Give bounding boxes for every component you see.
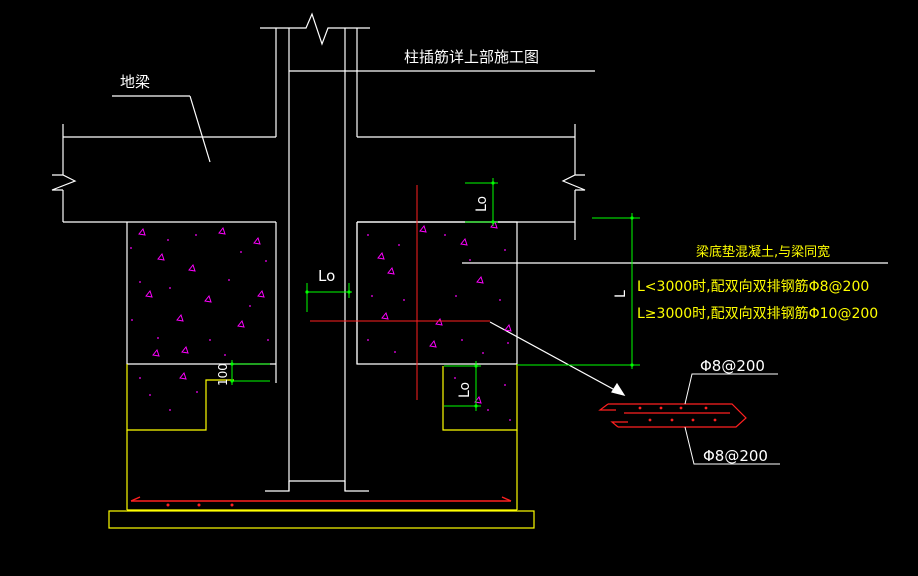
rebar-bottom-label: Φ8@200: [703, 447, 768, 465]
dim-lo-left: Lo: [318, 267, 335, 285]
beam-bottom-note: 梁底垫混凝土,与梁同宽: [696, 244, 830, 260]
rule-long-span: L≥3000时,配双向双排钢筋Φ10@200: [637, 305, 878, 322]
rule-short-span: L<3000时,配双向双排钢筋Φ8@200: [637, 278, 869, 295]
dimension-lines: [231, 178, 640, 411]
dimension-ticks: [230, 181, 634, 408]
dim-L: L: [613, 290, 629, 298]
dim-lo-right: Lo: [457, 382, 473, 398]
rebar-detail-sketch: [598, 403, 747, 428]
dim-100: 100: [216, 363, 230, 386]
beam-and-column-outline: [51, 12, 888, 492]
concrete-hatch: [138, 220, 512, 404]
ground-beam-label: 地梁: [120, 73, 150, 91]
bottom-rebar: [130, 496, 512, 507]
dim-lo-top: Lo: [474, 196, 490, 212]
rebar-top-label: Φ8@200: [700, 357, 765, 375]
concrete-dots: [130, 234, 511, 421]
foundation-outline: [108, 364, 535, 529]
column-title-label: 柱插筋详上部施工图: [404, 48, 539, 66]
rebar-detail-dots: [638, 406, 717, 422]
center-lines: [310, 185, 490, 400]
rebar-leaders: [684, 373, 780, 465]
